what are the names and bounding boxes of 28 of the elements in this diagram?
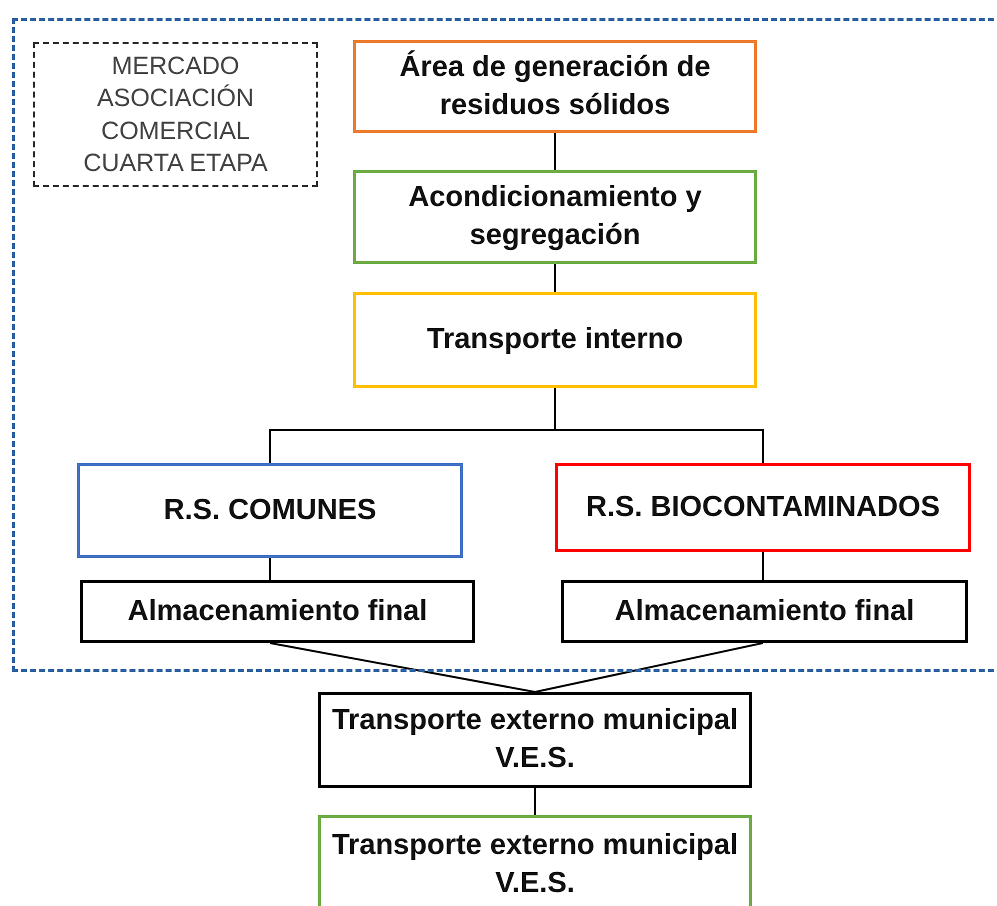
connector-line <box>554 133 556 170</box>
process-box <box>561 580 968 643</box>
connector-line <box>534 642 764 693</box>
process-box <box>318 815 752 906</box>
box-text: Almacenamiento final <box>128 594 428 629</box>
box-text: Transporte externo municipal V.E.S. <box>331 703 739 776</box>
connector-line <box>554 264 556 292</box>
box-text: R.S. BIOCONTAMINADOS <box>586 490 940 525</box>
process-box <box>80 580 475 643</box>
box-text: Acondicionamiento y segregación <box>407 180 703 253</box>
connector-line <box>270 642 536 693</box>
connector-line <box>534 788 536 815</box>
box-text: Transporte interno <box>426 322 684 358</box>
box-text: R.S. COMUNES <box>164 492 376 528</box>
box-text: Área de generación de residuos sólidos <box>398 49 712 122</box>
process-box <box>353 292 757 388</box>
connector-line <box>762 552 764 580</box>
connector-line <box>554 388 764 463</box>
process-box <box>353 40 757 133</box>
connector-line <box>269 558 271 580</box>
box-text: Transporte externo municipal V.E.S. <box>331 828 739 901</box>
process-box <box>77 463 463 558</box>
process-box <box>318 692 752 788</box>
box-text: MERCADO ASOCIACIÓN COMERCIAL CUARTA ETAPA <box>82 50 269 179</box>
box-text: Almacenamiento final <box>614 594 914 629</box>
location-box <box>33 42 318 187</box>
process-box <box>555 463 971 552</box>
process-box <box>353 170 757 264</box>
